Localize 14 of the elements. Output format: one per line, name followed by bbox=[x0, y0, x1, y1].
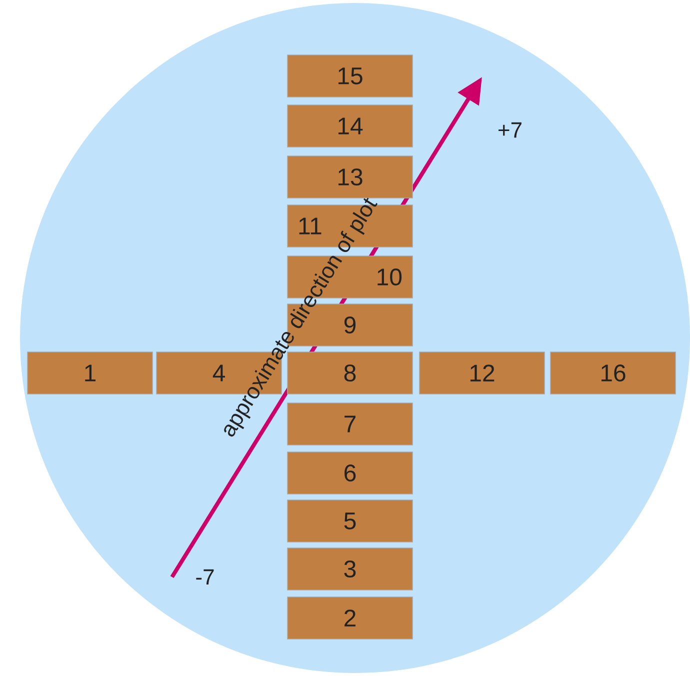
brick-box: 16 bbox=[550, 352, 676, 394]
brick-box: 2 bbox=[287, 596, 413, 640]
brick-box: 1 bbox=[27, 352, 153, 394]
brick-box: 13 bbox=[287, 156, 413, 198]
brick-box: 5 bbox=[287, 500, 413, 542]
brick-box: 14 bbox=[287, 104, 413, 148]
brick-box: 6 bbox=[287, 452, 413, 494]
brick-box: 15 bbox=[287, 54, 413, 98]
brick-box: 8 bbox=[287, 352, 413, 394]
text-label: +7 bbox=[498, 122, 522, 138]
brick-box: 12 bbox=[419, 352, 545, 394]
brick-box: 3 bbox=[287, 548, 413, 590]
brick-box: 7 bbox=[287, 402, 413, 446]
text-label: -7 bbox=[196, 569, 214, 585]
